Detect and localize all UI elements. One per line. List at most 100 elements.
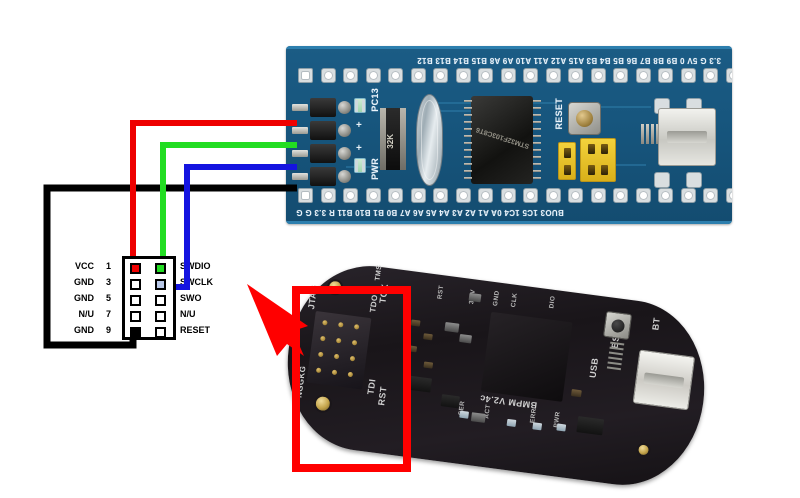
stm32-blue-pill-board: 3.3 G 5V 0 B9 B8 B7 B6 B5 B4 B3 A15 A12 …: [286, 46, 732, 224]
idc-connector-pinout: [122, 256, 176, 340]
header-pad: [703, 68, 718, 83]
swd-header-block: [310, 167, 336, 186]
header-pad: [725, 188, 732, 203]
pwr-led: [354, 158, 366, 173]
header-pad: [545, 68, 561, 83]
pin-5[interactable]: [130, 295, 141, 306]
pin-8[interactable]: [155, 311, 166, 322]
header-pad: [320, 188, 336, 203]
header-pad: [680, 68, 696, 83]
swd-pin-tab: [292, 173, 308, 180]
swd-header-block: [310, 121, 336, 140]
pin-10[interactable]: [155, 327, 166, 338]
header-pad: [298, 188, 313, 203]
swclk-wire: [167, 164, 297, 290]
header-pad: [365, 68, 381, 83]
pin-1-label: VCC: [74, 261, 94, 271]
swd-header-block: [310, 144, 336, 163]
pin-6[interactable]: [155, 295, 166, 306]
swd-pin-tab: [292, 150, 308, 157]
pin-3-label: GND: [74, 277, 94, 287]
header-pad: [523, 68, 538, 83]
pin-2[interactable]: [155, 263, 166, 274]
swd-pin-metal: [338, 101, 351, 114]
swd-pin-metal: [338, 147, 351, 160]
header-pad: [343, 68, 358, 83]
pcb-trace: [581, 106, 651, 108]
header-pad: [680, 188, 696, 203]
pin-7-label: N/U: [78, 309, 95, 319]
header-pad: [703, 188, 718, 203]
header-pad: [635, 68, 651, 83]
header-pad: [568, 68, 583, 83]
swd-pin-tab: [292, 104, 308, 111]
header-row-bottom: [298, 188, 732, 203]
pcb-trace: [586, 164, 646, 166]
header-pad: [590, 68, 606, 83]
pin-8-label: N/U: [180, 309, 196, 319]
header-pad: [343, 188, 358, 203]
header-pad: [365, 188, 381, 203]
boot1-jumper[interactable]: [558, 142, 576, 180]
pin-6-label: SWO: [180, 293, 202, 303]
header-pad: [613, 68, 628, 83]
header-pad: [455, 188, 471, 203]
header-row-top: [298, 68, 732, 83]
micro-usb-connector: [658, 108, 716, 166]
swd-header-block: [310, 98, 336, 117]
header-pad: [613, 188, 628, 203]
smd-component: [380, 108, 406, 170]
boot0-jumper[interactable]: [580, 138, 616, 182]
header-pad: [500, 188, 516, 203]
usb-mount-pad: [686, 172, 702, 188]
red-callout: [247, 284, 411, 472]
header-pad: [433, 188, 448, 203]
pin-9-label: GND: [74, 325, 94, 335]
header-pad: [545, 188, 561, 203]
vcc-wire: [130, 120, 297, 262]
header-pad: [433, 68, 448, 83]
header-pad: [388, 188, 403, 203]
header-pad: [500, 68, 516, 83]
header-pad: [590, 188, 606, 203]
pin-1[interactable]: [130, 263, 141, 274]
header-pad: [635, 188, 651, 203]
swdio-wire: [160, 142, 297, 262]
plus-mark: +: [356, 120, 362, 131]
pin-5-number: 5: [106, 293, 112, 303]
header-pad: [298, 68, 313, 83]
pin-3-number: 3: [106, 277, 112, 287]
header-pad: [478, 188, 493, 203]
reset-button[interactable]: [568, 102, 601, 135]
callout-arrow: [247, 284, 308, 356]
header-pad: [658, 188, 673, 203]
callout-box: [292, 286, 411, 472]
stm32-mcu: STM32F103C8T6: [471, 96, 533, 184]
pin-7-number: 7: [106, 309, 112, 319]
swd-pin-tab: [292, 127, 308, 134]
header-pad: [410, 188, 426, 203]
pin-1-number: 1: [106, 261, 112, 271]
pin-4-label: SWCLK: [180, 277, 213, 287]
pin-9-number: 9: [106, 325, 112, 335]
pin-7[interactable]: [130, 311, 141, 322]
pin-4[interactable]: [155, 279, 166, 290]
header-pad: [725, 68, 732, 83]
header-pad: [410, 68, 426, 83]
pin-5-label: GND: [74, 293, 94, 303]
board-edge-top: [286, 46, 732, 49]
plus-mark: +: [356, 143, 362, 154]
header-pad: [478, 68, 493, 83]
pc13-led: [354, 98, 366, 113]
crystal-32768: [416, 94, 443, 186]
pin-3[interactable]: [130, 279, 141, 290]
pin-2-label: SWDIO: [180, 261, 211, 271]
header-pad: [523, 188, 538, 203]
board-edge-bottom: [286, 221, 732, 224]
header-pad: [658, 68, 673, 83]
header-pad: [320, 68, 336, 83]
swd-pin-metal: [338, 124, 351, 137]
pin-9[interactable]: [130, 327, 141, 338]
